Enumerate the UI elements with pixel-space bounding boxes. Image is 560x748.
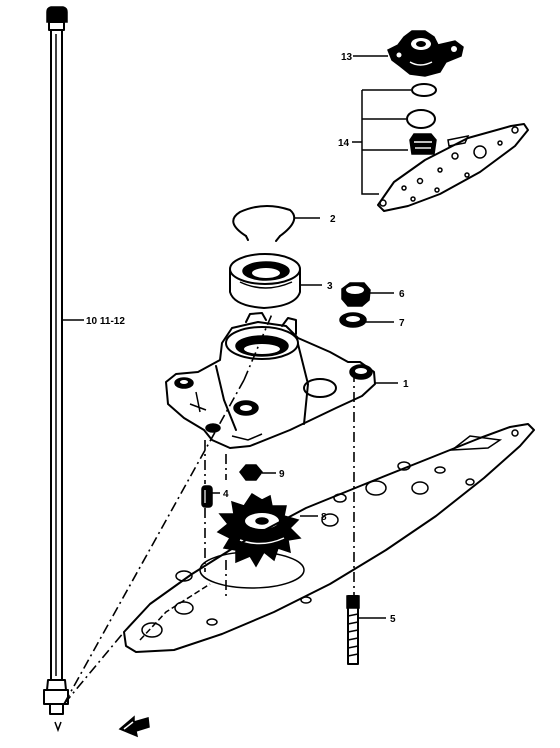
callout-1: 1 <box>403 379 409 390</box>
shaft-end-mark <box>54 721 62 733</box>
alignment-lines <box>63 313 355 705</box>
impeller <box>216 492 318 568</box>
callout-8: 8 <box>321 512 327 523</box>
pin-bolt <box>346 595 386 665</box>
callout-9: 9 <box>279 469 285 480</box>
callout-3: 3 <box>327 281 333 292</box>
impeller-key <box>239 464 276 481</box>
washer <box>339 312 394 328</box>
callout-7: 7 <box>399 318 405 329</box>
front-arrow-icon <box>118 715 150 738</box>
callout-4: 4 <box>223 489 229 500</box>
drive-shaft <box>43 6 84 715</box>
dowel-pin <box>201 485 220 508</box>
callout-2: 2 <box>330 214 336 225</box>
seal-kit-group <box>352 83 529 212</box>
callout-14: 14 <box>338 138 350 149</box>
pump-case-top <box>353 30 464 77</box>
pump-housing <box>165 312 398 449</box>
nut <box>341 282 394 307</box>
callout-10-11-12: 10 11-12 <box>86 316 125 327</box>
callout-13: 13 <box>341 52 353 63</box>
bottom-plate <box>123 423 535 653</box>
oil-seal <box>229 253 322 309</box>
callout-6: 6 <box>399 289 405 300</box>
snap-ring <box>232 205 320 242</box>
callout-5: 5 <box>390 614 396 625</box>
